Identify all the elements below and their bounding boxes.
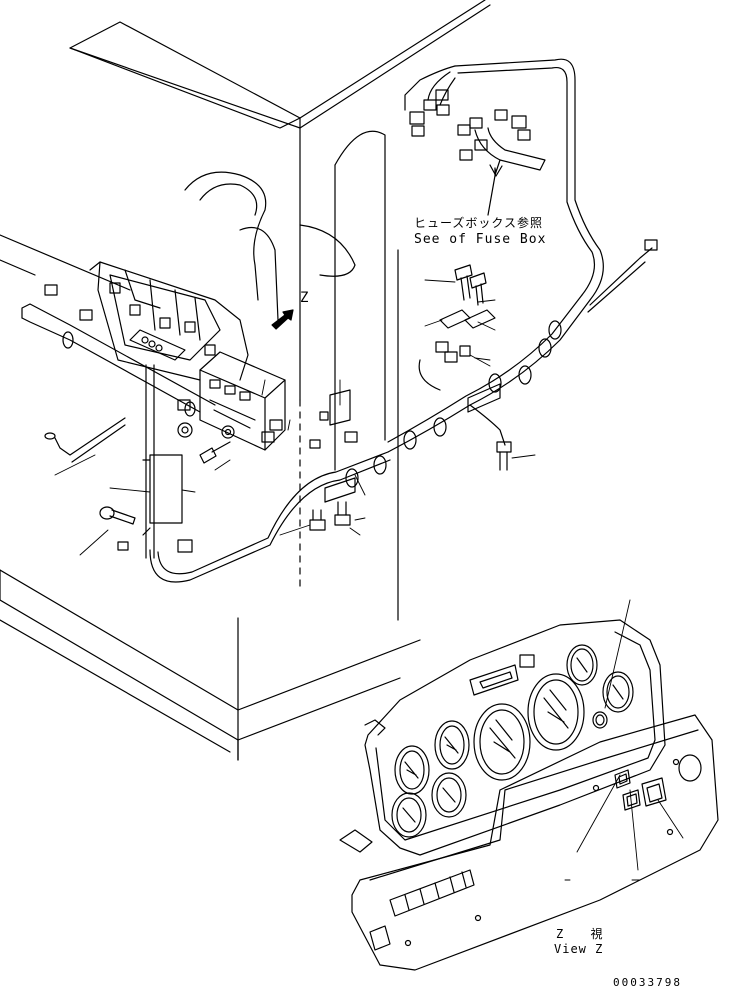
gauge	[474, 704, 530, 780]
switch	[615, 770, 630, 788]
gauge	[528, 674, 584, 750]
view-marker: Z	[300, 290, 310, 306]
bolt	[335, 502, 350, 525]
switch-strip	[390, 870, 474, 916]
switch	[642, 778, 666, 806]
fuse-box-note-en: See of Fuse Box	[414, 232, 547, 247]
knob	[679, 755, 701, 781]
gauge	[432, 773, 466, 817]
cab-structure	[0, 0, 490, 760]
switch	[623, 790, 640, 810]
wire-harness	[22, 59, 657, 582]
leader-lines	[55, 280, 683, 880]
bolt	[200, 442, 230, 463]
gauge	[435, 721, 469, 769]
upper-panel-assembly	[45, 262, 357, 552]
bolt	[470, 273, 486, 305]
bolt	[497, 442, 511, 470]
bolt	[455, 265, 472, 300]
drawing-number: 00033798	[613, 976, 682, 989]
gauge	[603, 672, 633, 712]
view-arrow	[272, 310, 293, 329]
bolt	[310, 510, 325, 530]
gauge	[392, 793, 426, 837]
view-label-en: View Z	[554, 942, 604, 956]
view-z-switch-panel	[352, 715, 718, 970]
gauge	[567, 645, 597, 685]
view-z-instrument-cluster	[340, 620, 665, 855]
view-label-jp: Z 視	[556, 927, 613, 941]
fuse-box-note-jp: ヒューズボックス参照	[414, 216, 544, 230]
indicator-lamp	[593, 712, 607, 728]
bolts	[200, 265, 511, 530]
gauge	[395, 746, 429, 794]
fuse-box-connectors	[405, 66, 545, 215]
